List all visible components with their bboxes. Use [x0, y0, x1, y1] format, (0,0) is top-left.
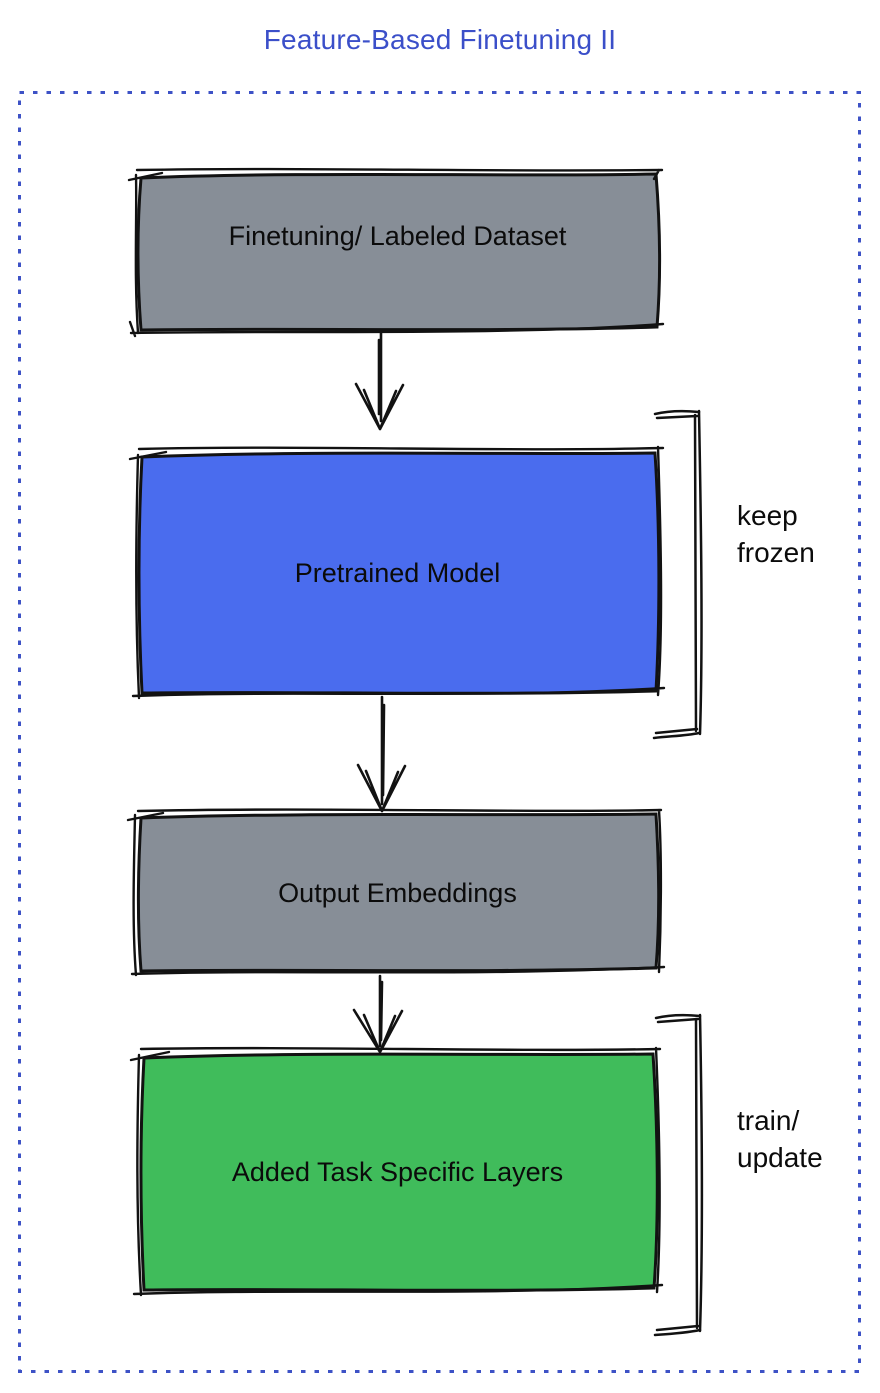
arrow-embeddings-to-layers [352, 974, 404, 1054]
finetuning-dataset-box-sketch [127, 167, 665, 338]
output-embeddings-box [126, 808, 666, 977]
added-task-layers-box-fill [139, 1052, 659, 1292]
dotted-border [18, 91, 861, 1373]
finetuning-dataset-box-fill [136, 172, 662, 332]
keep-frozen-bracket [652, 409, 703, 740]
output-embeddings-box-fill [136, 812, 661, 973]
added-task-layers-box-sketch [129, 1046, 664, 1297]
train-update-bracket [653, 1013, 704, 1337]
finetuning-dataset-box [127, 167, 665, 338]
added-task-layers-box [129, 1046, 664, 1297]
pretrained-model-box-fill [137, 451, 661, 695]
pretrained-model-box [128, 445, 666, 700]
diagram-title: Feature-Based Finetuning II [263, 24, 617, 55]
output-embeddings-box-sketch [126, 808, 666, 977]
arrow-dataset-to-pretrained [354, 331, 405, 431]
arrow-pretrained-to-embeddings [356, 695, 407, 813]
pretrained-model-box-sketch [128, 445, 666, 700]
